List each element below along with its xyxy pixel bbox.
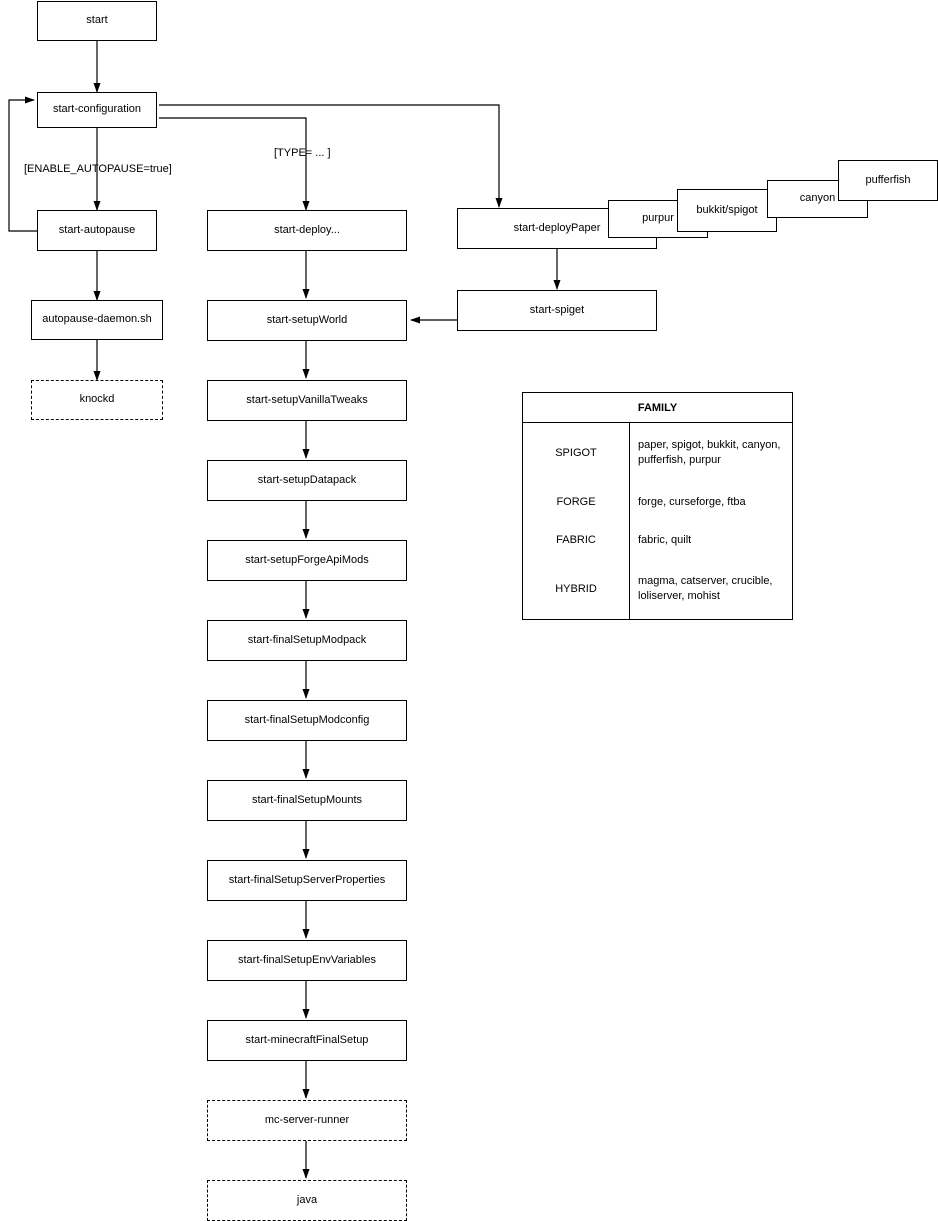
- legend-row-forge: FORGE forge, curseforge, ftba: [523, 482, 792, 522]
- node-start-configuration-label: start-configuration: [52, 103, 142, 116]
- node-bukkit-spigot-label: bukkit/spigot: [696, 203, 758, 216]
- family-legend-header: FAMILY: [523, 393, 792, 423]
- node-start-finalsetupmodpack-label: start-finalSetupModpack: [247, 633, 367, 646]
- node-start-setupworld[interactable]: start-setupWorld: [207, 300, 407, 341]
- edge-configuration-to-deploypaper: [159, 104, 503, 208]
- node-start-setupvanillatweaks[interactable]: start-setupVanillaTweaks: [207, 380, 407, 421]
- node-java[interactable]: java: [207, 1180, 407, 1221]
- node-start-deploypaper-label: start-deployPaper: [513, 221, 601, 234]
- edge-configuration-to-deploy: [159, 117, 310, 211]
- legend-family-spigot: SPIGOT: [523, 422, 630, 483]
- node-purpur-label: purpur: [642, 212, 674, 225]
- node-start-finalsetupmounts[interactable]: start-finalSetupMounts: [207, 780, 407, 821]
- node-start-autopause[interactable]: start-autopause: [37, 210, 157, 251]
- node-start-autopause-label: start-autopause: [58, 223, 136, 236]
- node-mc-server-runner-label: mc-server-runner: [264, 1113, 350, 1126]
- legend-row-hybrid: HYBRID magma, catserver, crucible, lolis…: [523, 559, 792, 619]
- legend-family-forge: FORGE: [523, 482, 630, 522]
- node-start-minecraftfinalsetup-label: start-minecraftFinalSetup: [245, 1033, 369, 1046]
- legend-members-forge: forge, curseforge, ftba: [638, 495, 746, 508]
- node-start[interactable]: start: [37, 1, 157, 41]
- legend-row-spigot: SPIGOT paper, spigot, bukkit, canyon, pu…: [523, 422, 792, 483]
- node-start-finalsetupenvvariables-label: start-finalSetupEnvVariables: [238, 953, 376, 966]
- node-autopause-daemon[interactable]: autopause-daemon.sh: [31, 300, 163, 340]
- node-knockd-label: knockd: [79, 393, 115, 406]
- node-java-label: java: [296, 1193, 318, 1206]
- node-start-deploy[interactable]: start-deploy...: [207, 210, 407, 251]
- family-legend-table: FAMILY SPIGOT paper, spigot, bukkit, can…: [523, 393, 792, 619]
- node-start-setupforgeapimods[interactable]: start-setupForgeApiMods: [207, 540, 407, 581]
- node-start-finalsetupmodconfig-label: start-finalSetupModconfig: [244, 713, 370, 726]
- node-start-finalsetupmounts-label: start-finalSetupMounts: [251, 793, 363, 806]
- node-start-setupforgeapimods-label: start-setupForgeApiMods: [245, 553, 369, 566]
- edge-label-enable-autopause-text: [ENABLE_AUTOPAUSE=true]: [24, 163, 172, 175]
- legend-family-hybrid: HYBRID: [523, 559, 630, 619]
- legend-family-fabric: FABRIC: [523, 521, 630, 560]
- node-autopause-daemon-label: autopause-daemon.sh: [42, 313, 152, 326]
- node-start-spiget[interactable]: start-spiget: [457, 290, 657, 331]
- edge-label-type-text: [TYPE= ... ]: [274, 147, 331, 159]
- node-canyon-label: canyon: [799, 192, 836, 205]
- node-bukkit-spigot[interactable]: bukkit/spigot: [677, 189, 777, 232]
- node-start-setupdatapack[interactable]: start-setupDatapack: [207, 460, 407, 501]
- node-start-configuration[interactable]: start-configuration: [37, 92, 157, 128]
- edge-label-type: [TYPE= ... ]: [274, 147, 331, 159]
- edge-label-enable-autopause: [ENABLE_AUTOPAUSE=true]: [24, 163, 172, 175]
- legend-members-hybrid: magma, catserver, crucible, loliserver, …: [638, 575, 773, 603]
- node-start-setupworld-label: start-setupWorld: [266, 313, 348, 326]
- node-start-label: start: [86, 14, 108, 27]
- node-start-finalsetupserverproperties-label: start-finalSetupServerProperties: [228, 873, 386, 886]
- node-mc-server-runner[interactable]: mc-server-runner: [207, 1100, 407, 1141]
- legend-members-spigot: paper, spigot, bukkit, canyon, pufferfis…: [638, 439, 781, 466]
- node-knockd[interactable]: knockd: [31, 380, 163, 420]
- node-start-setupvanillatweaks-label: start-setupVanillaTweaks: [246, 393, 368, 406]
- edge-autopause-feedback: [8, 96, 37, 232]
- node-pufferfish[interactable]: pufferfish: [838, 160, 938, 201]
- node-start-finalsetupmodpack[interactable]: start-finalSetupModpack: [207, 620, 407, 661]
- node-start-finalsetupenvvariables[interactable]: start-finalSetupEnvVariables: [207, 940, 407, 981]
- node-start-finalsetupmodconfig[interactable]: start-finalSetupModconfig: [207, 700, 407, 741]
- family-legend: FAMILY SPIGOT paper, spigot, bukkit, can…: [522, 392, 793, 620]
- node-start-finalsetupserverproperties[interactable]: start-finalSetupServerProperties: [207, 860, 407, 901]
- legend-members-fabric: fabric, quilt: [638, 533, 692, 546]
- legend-row-fabric: FABRIC fabric, quilt: [523, 521, 792, 560]
- node-start-minecraftfinalsetup[interactable]: start-minecraftFinalSetup: [207, 1020, 407, 1061]
- node-start-deploy-label: start-deploy...: [274, 223, 340, 236]
- node-pufferfish-label: pufferfish: [865, 173, 911, 186]
- node-start-spiget-label: start-spiget: [529, 303, 585, 316]
- node-start-setupdatapack-label: start-setupDatapack: [257, 473, 357, 486]
